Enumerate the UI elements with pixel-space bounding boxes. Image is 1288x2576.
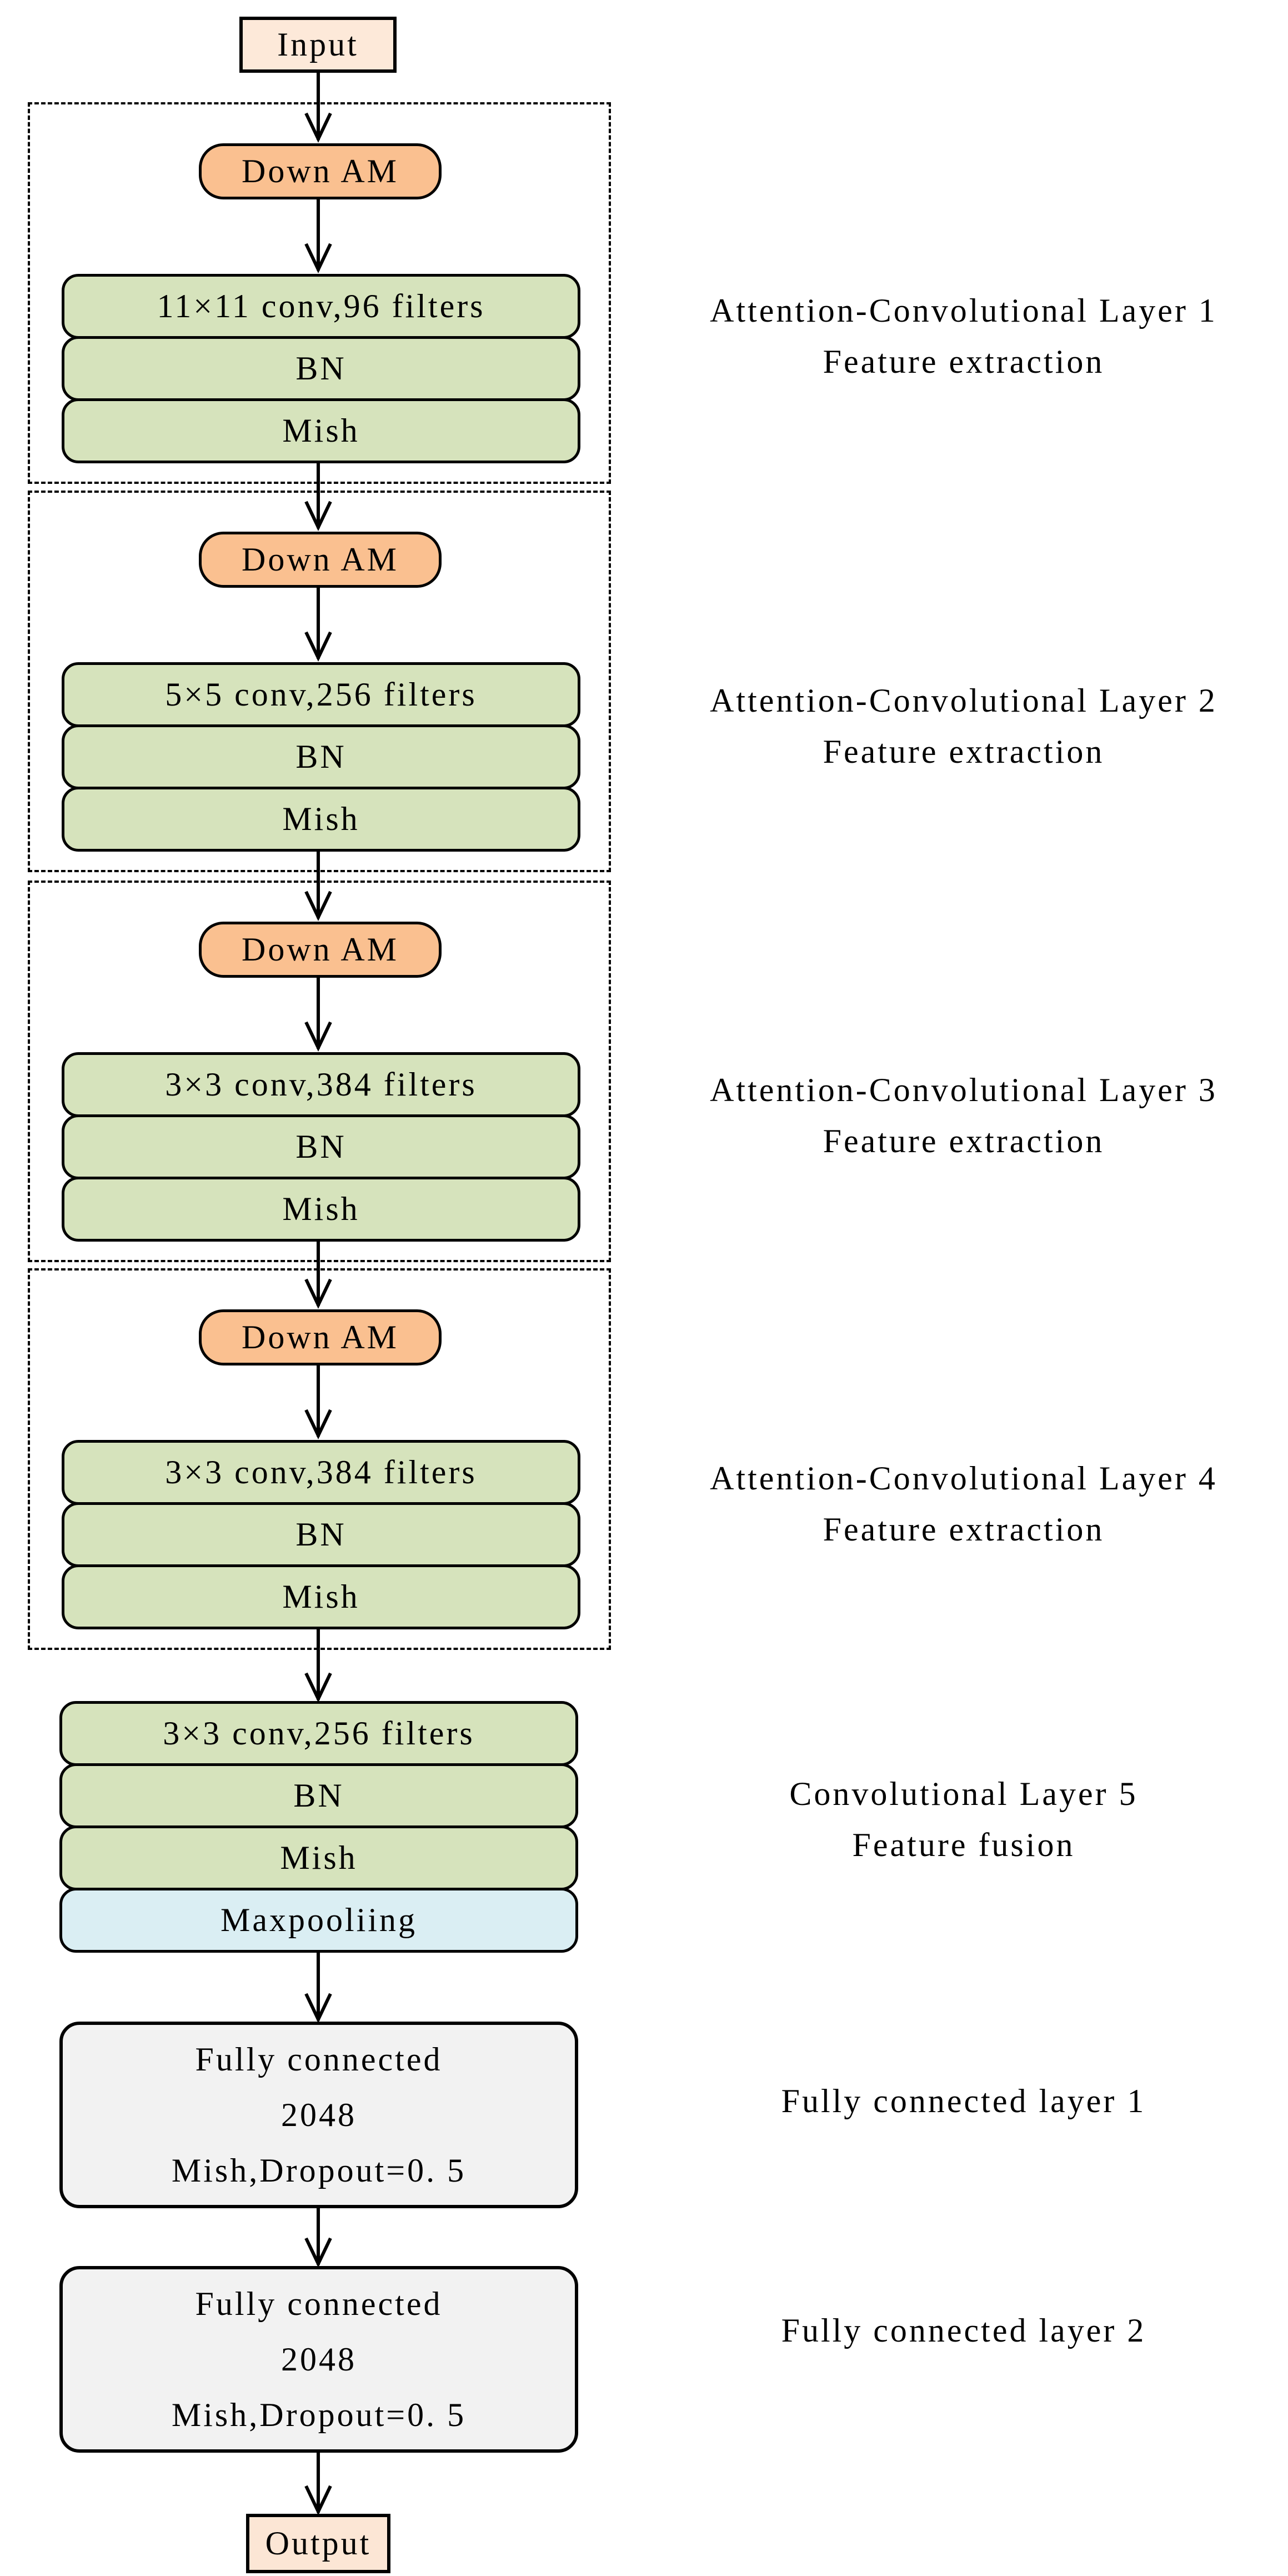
mish-2-label: Mish [282, 801, 360, 837]
attention-conv-layer-4-group: Down AM 3×3 conv,384 filters BN Mish [28, 1268, 611, 1650]
down-am-1-node: Down AM [199, 143, 442, 199]
mish-5-node: Mish [59, 1825, 578, 1890]
down-am-3-node: Down AM [199, 922, 442, 978]
side-label-layer-2-line-2: Feature extraction [823, 733, 1105, 770]
mish-3-label: Mish [282, 1191, 360, 1227]
side-label-layer-4: Attention-Convolutional Layer 4 Feature … [639, 1453, 1288, 1555]
side-label-layer-5-line-2: Feature fusion [852, 1827, 1075, 1863]
attention-conv-layer-2-group: Down AM 5×5 conv,256 filters BN Mish [28, 491, 611, 872]
down-am-4-node: Down AM [199, 1309, 442, 1365]
conv-stack-4: 3×3 conv,384 filters BN Mish [62, 1440, 580, 1629]
conv-4-node: 3×3 conv,384 filters [62, 1440, 580, 1505]
conv-stack-1: 11×11 conv,96 filters BN Mish [62, 274, 580, 463]
side-label-layer-4-line-2: Feature extraction [823, 1511, 1105, 1548]
arrow-pool-to-fc1 [304, 1953, 332, 2023]
mish-1-label: Mish [282, 412, 360, 449]
side-label-layer-3-line-1: Attention-Convolutional Layer 3 [710, 1072, 1217, 1108]
fc1-line-2: 2048 [281, 2097, 357, 2133]
mish-4-node: Mish [62, 1564, 580, 1629]
output-node: Output [246, 2514, 390, 2573]
conv-layer-5-stack: 3×3 conv,256 filters BN Mish Maxpooliing [59, 1701, 578, 1953]
maxpooling-label: Maxpooliing [220, 1902, 417, 1938]
down-am-1-label: Down AM [241, 153, 399, 189]
side-label-layer-4-line-1: Attention-Convolutional Layer 4 [710, 1460, 1217, 1497]
fully-connected-2-node: Fully connected 2048 Mish,Dropout=0. 5 [59, 2266, 578, 2453]
side-label-layer-5-line-1: Convolutional Layer 5 [789, 1775, 1138, 1812]
conv-3-label: 3×3 conv,384 filters [165, 1066, 477, 1103]
input-node: Input [239, 17, 397, 73]
mish-3-node: Mish [62, 1177, 580, 1242]
conv-stack-2: 5×5 conv,256 filters BN Mish [62, 662, 580, 852]
conv-3-node: 3×3 conv,384 filters [62, 1052, 580, 1117]
fc1-line-3: Mish,Dropout=0. 5 [171, 2152, 467, 2189]
mish-4-label: Mish [282, 1578, 360, 1615]
output-label: Output [265, 2525, 372, 2562]
bn-1-label: BN [295, 350, 347, 387]
down-am-3-label: Down AM [241, 931, 399, 968]
maxpooling-node: Maxpooliing [59, 1888, 578, 1953]
bn-4-label: BN [295, 1516, 347, 1553]
conv-1-label: 11×11 conv,96 filters [157, 288, 485, 324]
bn-5-label: BN [293, 1777, 344, 1814]
bn-5-node: BN [59, 1763, 578, 1828]
fc2-line-3: Mish,Dropout=0. 5 [171, 2397, 467, 2433]
conv-4-label: 3×3 conv,384 filters [165, 1454, 477, 1490]
down-am-2-label: Down AM [241, 541, 399, 578]
conv-5-label: 3×3 conv,256 filters [163, 1715, 475, 1752]
mish-5-label: Mish [280, 1839, 358, 1876]
fc1-line-1: Fully connected [195, 2041, 443, 2078]
side-label-layer-2-line-1: Attention-Convolutional Layer 2 [710, 682, 1217, 719]
conv-5-node: 3×3 conv,256 filters [59, 1701, 578, 1766]
side-label-layer-3: Attention-Convolutional Layer 3 Feature … [639, 1064, 1288, 1167]
bn-2-label: BN [295, 738, 347, 775]
down-am-4-label: Down AM [241, 1319, 399, 1355]
input-label: Input [277, 26, 359, 63]
bn-1-node: BN [62, 336, 580, 401]
side-label-layer-5: Convolutional Layer 5 Feature fusion [639, 1768, 1288, 1870]
fully-connected-1-node: Fully connected 2048 Mish,Dropout=0. 5 [59, 2022, 578, 2208]
conv-2-node: 5×5 conv,256 filters [62, 662, 580, 727]
bn-3-node: BN [62, 1114, 580, 1179]
side-label-layer-2: Attention-Convolutional Layer 2 Feature … [639, 675, 1288, 777]
side-label-layer-1-line-2: Feature extraction [823, 343, 1105, 380]
bn-2-node: BN [62, 724, 580, 789]
side-label-layer-3-line-2: Feature extraction [823, 1123, 1105, 1159]
side-label-layer-1: Attention-Convolutional Layer 1 Feature … [639, 285, 1288, 387]
bn-4-node: BN [62, 1502, 580, 1567]
bn-3-label: BN [295, 1128, 347, 1165]
fc2-line-1: Fully connected [195, 2285, 443, 2322]
side-label-fc-1-line-1: Fully connected layer 1 [781, 2083, 1146, 2119]
side-label-fc-2: Fully connected layer 2 [639, 2305, 1288, 2356]
down-am-2-node: Down AM [199, 532, 442, 588]
conv-stack-3: 3×3 conv,384 filters BN Mish [62, 1052, 580, 1242]
attention-conv-layer-3-group: Down AM 3×3 conv,384 filters BN Mish [28, 881, 611, 1262]
side-label-fc-2-line-1: Fully connected layer 2 [781, 2312, 1146, 2349]
side-label-fc-1: Fully connected layer 1 [639, 2075, 1288, 2127]
arrow-fc2-to-output [304, 2453, 332, 2515]
arrow-fc1-to-fc2 [304, 2208, 332, 2268]
side-label-layer-1-line-1: Attention-Convolutional Layer 1 [710, 292, 1217, 329]
mish-2-node: Mish [62, 787, 580, 852]
conv-1-node: 11×11 conv,96 filters [62, 274, 580, 339]
mish-1-node: Mish [62, 398, 580, 463]
conv-2-label: 5×5 conv,256 filters [165, 676, 477, 713]
attention-conv-layer-1-group: Down AM 11×11 conv,96 filters BN Mish [28, 102, 611, 484]
fc2-line-2: 2048 [281, 2341, 357, 2378]
